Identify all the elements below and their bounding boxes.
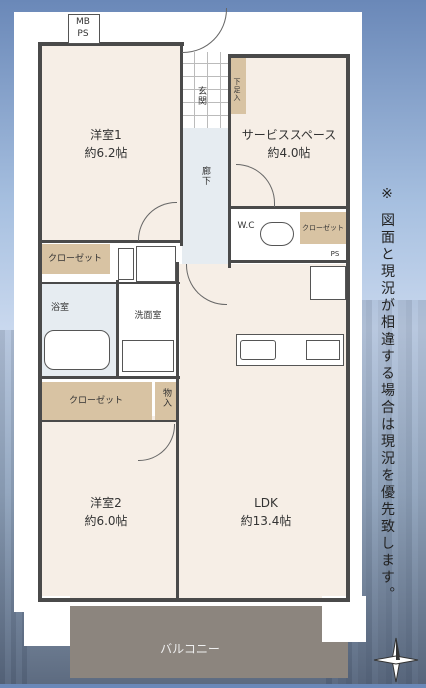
hallway-label: 廊下	[200, 166, 210, 186]
mbps-box	[68, 14, 100, 44]
note-mark: ※	[379, 186, 395, 205]
wall	[180, 46, 183, 246]
western2-name: 洋室2	[90, 496, 122, 510]
ps-small-label: PS	[330, 250, 340, 258]
wall	[228, 206, 348, 209]
wall	[38, 42, 184, 46]
wall	[176, 262, 179, 602]
bathtub	[44, 330, 110, 370]
wall	[38, 240, 182, 243]
disclaimer-note: ※ 図面と現況が相違する場合は現況を優先致します。	[378, 186, 396, 603]
service-space-size: 約4.0帖	[267, 146, 311, 160]
western1-name: 洋室1	[90, 128, 122, 142]
ldk-size: 約13.4帖	[240, 514, 292, 528]
wall	[346, 54, 350, 602]
mbps-label-1: MB	[76, 17, 90, 27]
closet-western1	[40, 244, 110, 274]
ldk-name: LDK	[254, 496, 278, 510]
note-text: 図面と現況が相違する場合は現況を優先致します。	[379, 212, 395, 604]
wall	[40, 282, 180, 284]
balcony-left-post	[24, 596, 70, 646]
hallway-floor	[182, 128, 230, 266]
storage-label: 物入	[161, 388, 171, 408]
gas-stove	[306, 340, 340, 360]
storage-closet	[155, 382, 177, 422]
bathroom-label: 浴室	[50, 303, 70, 313]
wall	[228, 260, 348, 263]
closet-service-label: クローゼット	[302, 224, 344, 232]
washing-machine-pan	[136, 246, 176, 282]
balcony-floor	[70, 606, 348, 678]
closet-western2-label: クローゼット	[68, 396, 124, 406]
refrigerator-space	[310, 266, 346, 300]
service-space-name: サービススペース	[241, 128, 337, 142]
closet-western1-label: クローゼット	[47, 254, 103, 264]
shoe-storage	[230, 56, 246, 114]
compass-icon	[372, 636, 420, 684]
closet-western2	[40, 382, 152, 422]
wash-basin	[122, 340, 174, 372]
wall	[38, 376, 180, 379]
entrance-label: 玄関	[196, 86, 206, 106]
wall	[38, 42, 42, 602]
wall	[116, 280, 119, 378]
mbps-label-2: PS	[77, 29, 89, 39]
room-ldk	[176, 264, 348, 600]
wall	[40, 420, 178, 422]
wall	[228, 54, 350, 58]
wc-label: W.C	[237, 221, 255, 231]
toilet	[260, 222, 294, 246]
wall	[38, 598, 350, 602]
western2-size: 約6.0帖	[84, 514, 128, 528]
closet-service	[300, 212, 346, 244]
ps-box	[118, 248, 134, 280]
balcony-label: バルコニー	[160, 642, 220, 656]
kitchen-sink	[240, 340, 276, 360]
wall	[228, 58, 231, 268]
washroom-label: 洗面室	[134, 311, 162, 321]
entrance-floor	[182, 52, 228, 128]
balcony-right-post	[322, 596, 366, 642]
western1-size: 約6.2帖	[84, 146, 128, 160]
shoe-storage-label: 下足入	[233, 78, 241, 102]
floor-plan: MB PS 洋室1 約6.2帖 サービススペース 約4.0帖 玄関 下足入 廊下…	[24, 8, 366, 678]
